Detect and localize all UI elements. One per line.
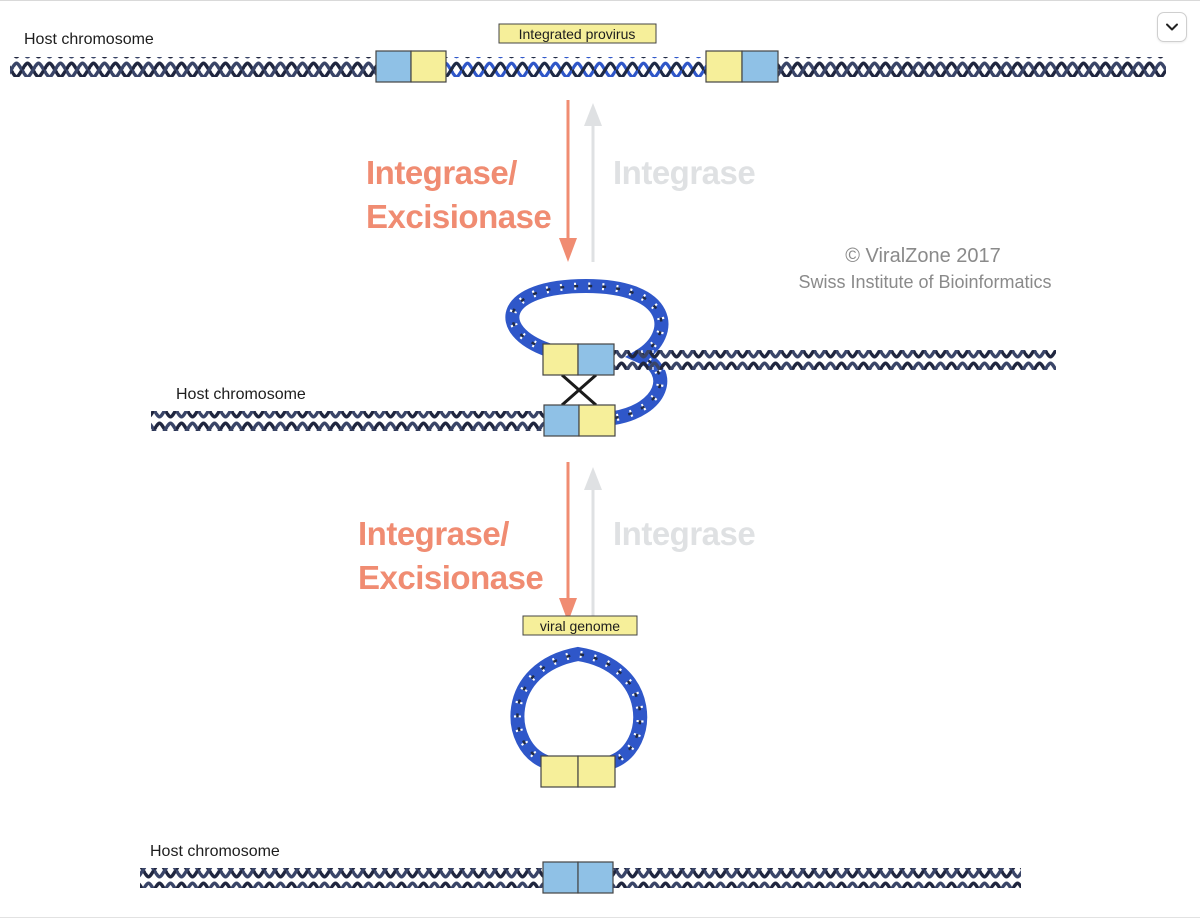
host-dna-left-bottom	[140, 868, 543, 888]
viral-genome-stage: viral genome	[510, 615, 648, 788]
attP-site-middle	[542, 343, 615, 376]
host-chromosome-label-bottom: Host chromosome	[150, 843, 280, 860]
host-dna-right-bottom	[613, 868, 1021, 888]
host-chromosome-label-top: Host chromosome	[24, 31, 154, 48]
viral-dna-provirus	[446, 57, 706, 77]
upper-arrows: Integrase/ Excisionase Integrase	[366, 100, 756, 262]
integrase-excisionase-upper-line1: Integrase/	[366, 154, 517, 191]
credit-line2: Swiss Institute of Bioinformatics	[798, 272, 1051, 292]
provirus-label: Integrated provirus	[519, 26, 636, 42]
integration-arrowhead-upper	[584, 103, 602, 126]
provirus-tag: Integrated provirus	[498, 23, 657, 44]
excision-arrowhead-lower	[559, 598, 577, 622]
integrase-lower-label: Integrase	[613, 515, 755, 552]
credit-line1: © ViralZone 2017	[845, 245, 1001, 267]
attB-site-bottom	[542, 861, 614, 894]
top-stage: Host chromosome Integrated provirus	[10, 23, 1166, 83]
integrase-excisionase-lower-line2: Excisionase	[358, 559, 543, 596]
host-chromosome-label-middle: Host chromosome	[176, 386, 306, 403]
credit: © ViralZone 2017 Swiss Institute of Bioi…	[798, 245, 1051, 292]
viral-circle-dna	[510, 646, 648, 769]
integrase-excisionase-upper-line2: Excisionase	[366, 198, 551, 235]
viral-genome-label: viral genome	[540, 618, 620, 634]
integrase-excisionase-lower-line1: Integrase/	[358, 515, 509, 552]
integrase-upper-label: Integrase	[613, 154, 755, 191]
attL-site	[375, 50, 447, 83]
integration-arrowhead-lower	[584, 467, 602, 490]
chevron-down-icon	[1166, 23, 1178, 31]
collapse-button[interactable]	[1157, 12, 1187, 42]
lower-arrows: Integrase/ Excisionase Integrase	[358, 462, 756, 622]
attB-site-middle	[543, 404, 616, 437]
host-dna-right-middle	[614, 350, 1056, 370]
attR-site	[705, 50, 779, 83]
host-dna-left-middle	[151, 411, 544, 431]
crossover-line-b	[561, 373, 597, 407]
bottom-stage: Host chromosome	[140, 843, 1021, 894]
viral-genome-tag: viral genome	[522, 615, 638, 636]
host-dna-left-top	[10, 57, 376, 77]
host-dna-right-top	[778, 57, 1166, 77]
attP-site-circle	[540, 755, 616, 788]
excision-arrowhead-upper	[559, 238, 577, 262]
middle-stage: Host chromosome	[151, 278, 1056, 437]
